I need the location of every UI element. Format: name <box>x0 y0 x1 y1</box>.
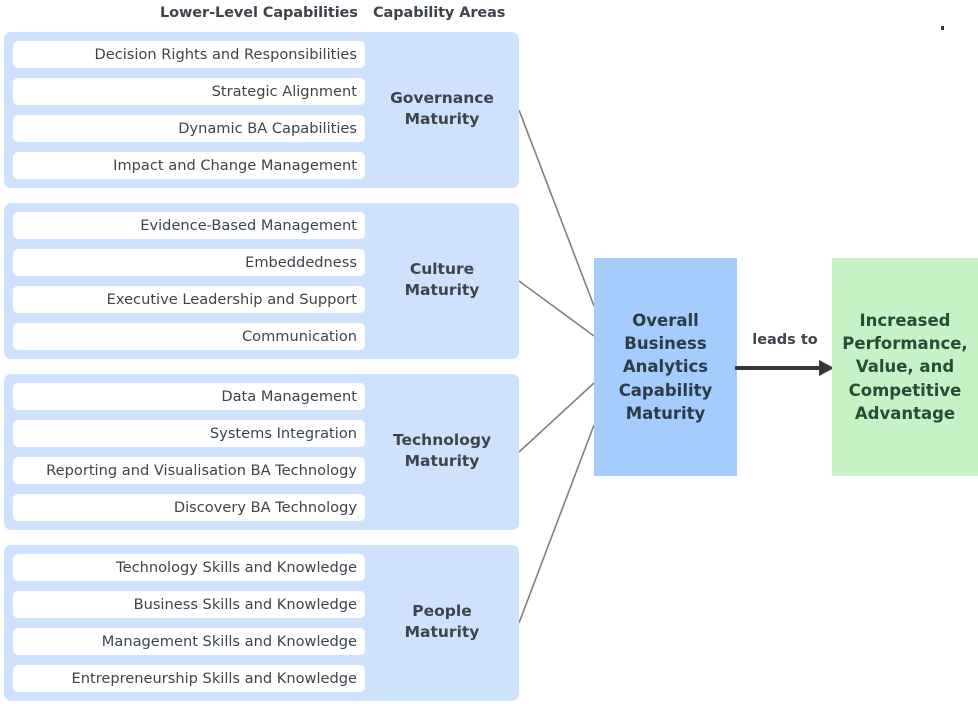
capability-item[interactable]: Technology Skills and Knowledge <box>13 554 365 581</box>
leads-to-arrow-icon <box>735 360 834 376</box>
outcome-line: Increased <box>859 311 951 331</box>
capability-group-culture[interactable]: Evidence-Based Management Embeddedness E… <box>4 203 519 359</box>
capability-item[interactable]: Data Management <box>13 383 365 410</box>
capability-area-label-people: People Maturity <box>365 545 519 701</box>
capability-item[interactable]: Embeddedness <box>13 249 365 276</box>
capability-item[interactable]: Communication <box>13 323 365 350</box>
capability-items-culture: Evidence-Based Management Embeddedness E… <box>4 203 365 359</box>
capability-group-governance[interactable]: Decision Rights and Responsibilities Str… <box>4 32 519 188</box>
capability-items-people: Technology Skills and Knowledge Business… <box>4 545 365 701</box>
central-line: Business <box>624 334 707 354</box>
capability-area-label-governance: Governance Maturity <box>365 32 519 188</box>
capability-item[interactable]: Discovery BA Technology <box>13 494 365 521</box>
capability-area-line2: Maturity <box>404 452 480 470</box>
capability-item[interactable]: Reporting and Visualisation BA Technolog… <box>13 457 365 484</box>
capability-area-line1: People <box>412 601 472 620</box>
artifact-dot <box>941 26 944 30</box>
central-line: Analytics <box>622 357 709 377</box>
outcome-line: Performance, <box>842 334 968 354</box>
capability-group-people[interactable]: Technology Skills and Knowledge Business… <box>4 545 519 701</box>
capability-area-label-culture: Culture Maturity <box>365 203 519 359</box>
connector-line-people <box>518 424 595 624</box>
capability-item[interactable]: Executive Leadership and Support <box>13 286 365 313</box>
connector-line-governance <box>518 109 595 307</box>
capability-item[interactable]: Business Skills and Knowledge <box>13 591 365 618</box>
capability-item[interactable]: Decision Rights and Responsibilities <box>13 41 365 68</box>
capability-area-line2: Maturity <box>404 623 480 641</box>
outcome-node-increased-performance[interactable]: Increased Performance, Value, and Compet… <box>832 258 978 476</box>
outcome-line: Value, and <box>855 357 955 377</box>
column-header-capability-areas: Capability Areas <box>373 5 506 21</box>
column-header-lower-level-capabilities: Lower-Level Capabilities <box>160 5 358 21</box>
capability-area-line2: Maturity <box>404 110 480 128</box>
central-line: Overall <box>632 311 699 331</box>
outcome-line: Competitive <box>848 380 962 400</box>
capability-item[interactable]: Management Skills and Knowledge <box>13 628 365 655</box>
central-node-overall-ba-capability-maturity[interactable]: Overall Business Analytics Capability Ma… <box>594 258 737 476</box>
capability-area-line1: Culture <box>409 259 475 278</box>
capability-group-technology[interactable]: Data Management Systems Integration Repo… <box>4 374 519 530</box>
capability-items-technology: Data Management Systems Integration Repo… <box>4 374 365 530</box>
capability-area-label-technology: Technology Maturity <box>365 374 519 530</box>
central-line: Maturity <box>625 403 706 423</box>
capability-area-line1: Technology <box>392 430 492 449</box>
capability-items-governance: Decision Rights and Responsibilities Str… <box>4 32 365 188</box>
central-line: Capability <box>618 380 713 400</box>
capability-item[interactable]: Entrepreneurship Skills and Knowledge <box>13 665 365 692</box>
capability-item[interactable]: Strategic Alignment <box>13 78 365 105</box>
capability-item[interactable]: Impact and Change Management <box>13 152 365 179</box>
leads-to-label: leads to <box>752 332 818 348</box>
capability-item[interactable]: Dynamic BA Capabilities <box>13 115 365 142</box>
capability-item[interactable]: Evidence-Based Management <box>13 212 365 239</box>
connector-line-culture <box>518 280 595 337</box>
capability-item[interactable]: Systems Integration <box>13 420 365 447</box>
capability-area-line1: Governance <box>390 88 494 107</box>
connector-line-technology <box>518 382 595 453</box>
outcome-line: Advantage <box>854 403 956 423</box>
capability-area-line2: Maturity <box>404 281 480 299</box>
